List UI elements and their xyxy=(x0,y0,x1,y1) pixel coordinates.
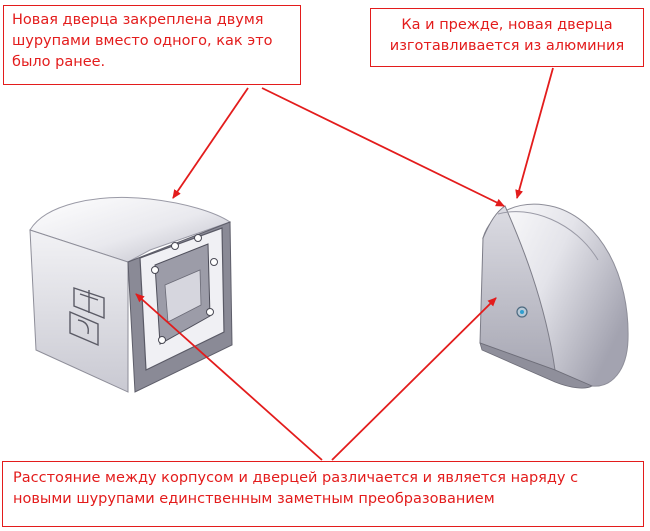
callout-gap-difference: Расстояние между корпусом и дверцей разл… xyxy=(2,461,644,527)
left-door-inner-block xyxy=(164,269,202,323)
arrow-top-right-to-right-part xyxy=(515,67,554,199)
right-status-led-core xyxy=(520,310,524,314)
callout-two-screws: Новая дверца закреплена двумя шурупами в… xyxy=(3,5,301,85)
callout-aluminium-door: Ка и прежде, новая дверца изготавливаетс… xyxy=(370,8,644,67)
arrow-top-left-to-left-part xyxy=(172,87,249,199)
arrow-bottom-to-right-part xyxy=(331,297,497,461)
screw-hole-1 xyxy=(171,242,179,250)
side-logo-icon xyxy=(69,287,105,347)
screw-hole-3 xyxy=(151,266,159,274)
right-housing-base xyxy=(479,342,593,389)
left-housing-side xyxy=(29,229,129,393)
screw-hole-4 xyxy=(210,258,218,266)
right-housing-seam xyxy=(497,211,599,261)
annotation-arrows xyxy=(135,67,554,461)
arrow-bottom-to-left-part xyxy=(135,293,323,461)
screw-hole-6 xyxy=(206,308,214,316)
screw-hole-2 xyxy=(194,234,202,242)
left-housing xyxy=(29,196,233,393)
right-housing xyxy=(479,203,629,389)
screw-hole-5 xyxy=(158,336,166,344)
right-housing-front xyxy=(479,205,556,371)
arrow-top-left-to-right-part xyxy=(261,87,505,207)
